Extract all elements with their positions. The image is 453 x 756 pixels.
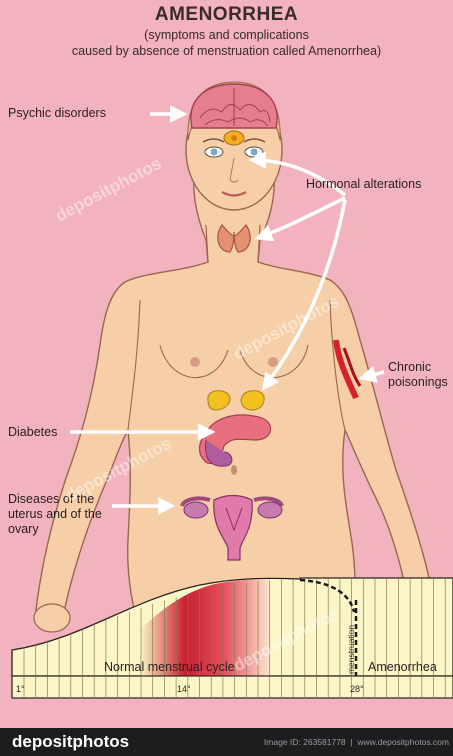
footer-url[interactable]: www.depositphotos.com (357, 737, 449, 747)
body-figure (34, 82, 438, 660)
label-chronic-poisonings: Chronic poisonings (388, 360, 448, 390)
normal-cycle-label: Normal menstrual cycle (104, 660, 235, 674)
image-id: Image ID: 263581778 (264, 737, 346, 747)
subtitle-line-2: caused by absence of menstruation called… (0, 44, 453, 58)
pituitary-core (231, 135, 237, 141)
hand-left (34, 604, 70, 632)
day-label-1: 1° (16, 684, 25, 694)
menstruation-label: menstruation (346, 625, 356, 674)
day-label-14: 14° (177, 684, 191, 694)
nipple-left (190, 357, 200, 367)
page-title: AMENORRHEA (0, 4, 453, 26)
day-label-28: 28° (350, 684, 364, 694)
nipple-right (268, 357, 278, 367)
navel (231, 465, 237, 475)
subtitle-line-1: (symptoms and complications (0, 28, 453, 42)
amenorrhea-label: Amenorrhea (368, 660, 437, 674)
footer-bar: depositphotos Image ID: 263581778 | www.… (0, 728, 453, 756)
footer-meta: Image ID: 263581778 | www.depositphotos.… (264, 737, 449, 747)
footer-logo[interactable]: depositphotos (12, 732, 129, 752)
label-hormonal-alterations: Hormonal alterations (306, 177, 421, 192)
label-diabetes: Diabetes (8, 425, 57, 440)
diagram-frame: 1° 14° 28° Normal menstrual cycle Amenor… (0, 0, 453, 728)
label-uterus-ovary-diseases: Diseases of the uterus and of the ovary (8, 492, 102, 537)
label-psychic-disorders: Psychic disorders (8, 106, 106, 121)
cycle-chart: 1° 14° 28° Normal menstrual cycle Amenor… (12, 578, 453, 698)
brain-organ (191, 84, 277, 128)
